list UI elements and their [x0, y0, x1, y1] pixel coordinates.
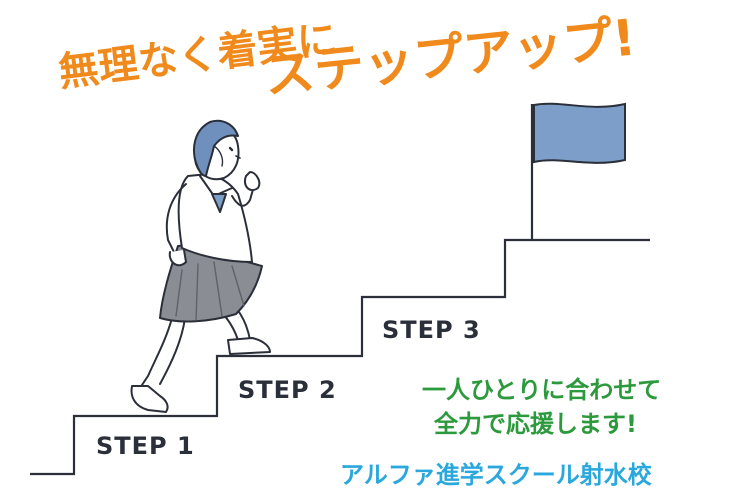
support-message-line-1: 一人ひとりに合わせて [422, 376, 662, 404]
student-girl-figure [130, 119, 271, 413]
step-2-label: STEP 2 [238, 376, 337, 404]
step-3-label: STEP 3 [382, 316, 481, 344]
step-1-label: STEP 1 [96, 432, 195, 460]
school-name: アルファ進学スクール射水校 [340, 461, 652, 489]
staircase-outline [30, 238, 650, 476]
support-message-line-2: 全力で応援します! [434, 410, 637, 438]
goal-flag-icon [530, 102, 626, 240]
